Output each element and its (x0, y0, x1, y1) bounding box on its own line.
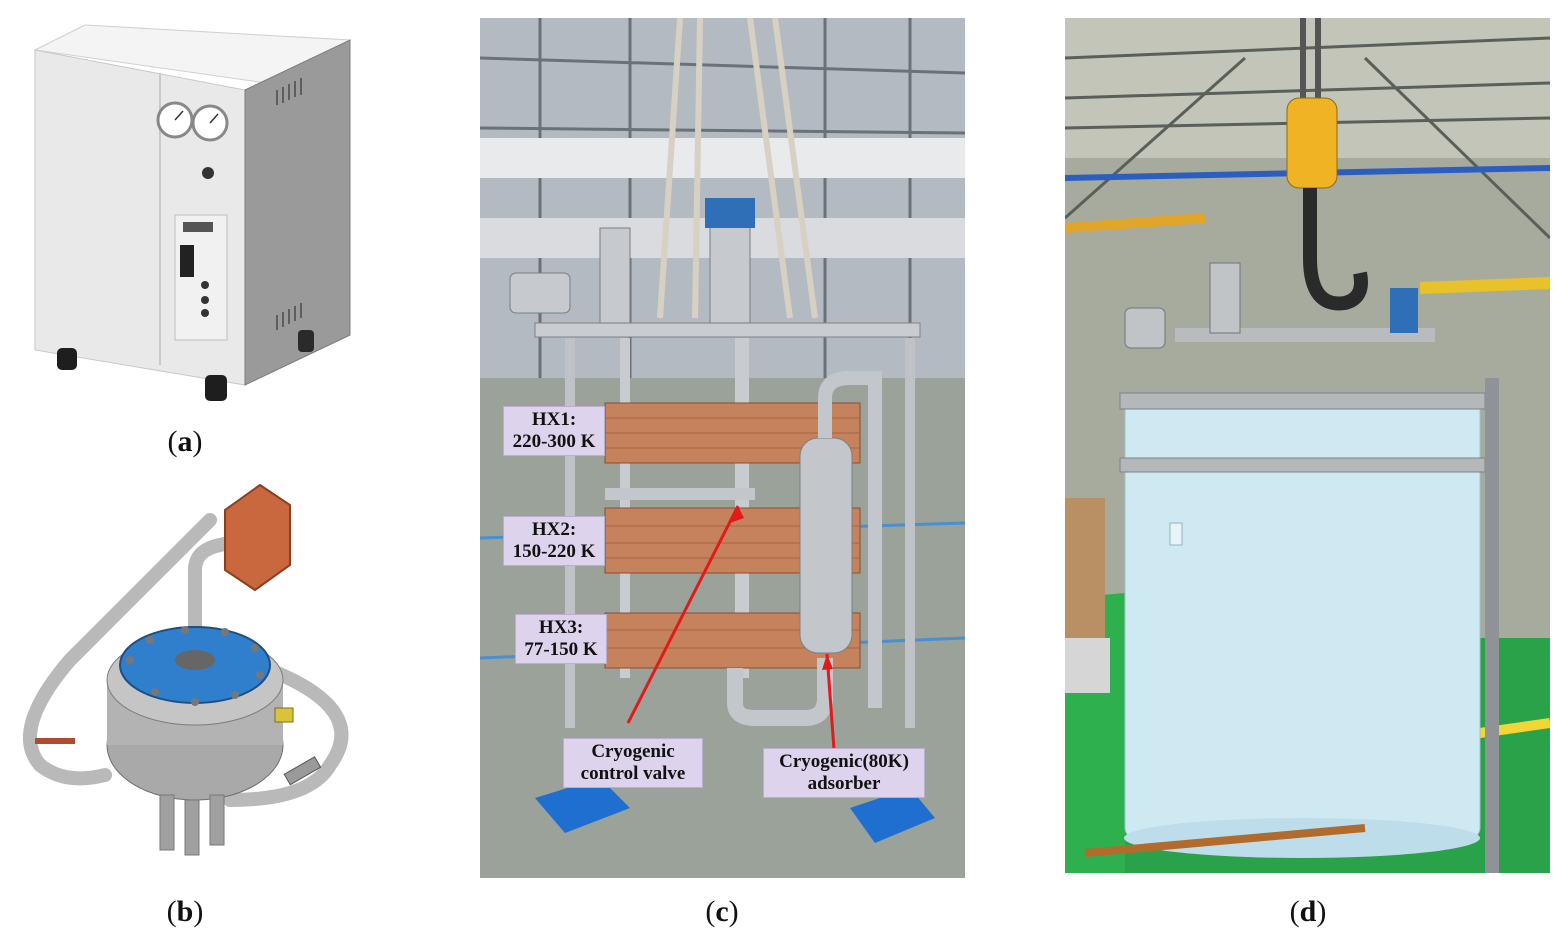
crane-hook-block (1286, 97, 1338, 189)
hx3-label: HX3:77-150 K (515, 614, 607, 664)
panel-c-image: HX1:220-300 K HX2:150-220 K HX3:77-150 K… (480, 18, 965, 878)
panel-d-caption: (d) (1289, 895, 1327, 928)
adsorber-label: Cryogenic(80K)adsorber (763, 748, 925, 798)
panel-a-image (15, 15, 365, 410)
hx1-label: HX1:220-300 K (503, 406, 605, 456)
hx2-label: HX2:150-220 K (503, 516, 605, 566)
panel-b-image (10, 480, 360, 880)
heat-exchanger-block (224, 483, 291, 592)
adsorber-vessel (799, 437, 853, 654)
panel-d-image (1065, 18, 1550, 873)
actuator (705, 198, 755, 228)
panel-a-caption: (a) (167, 425, 203, 458)
panel-c-caption: (c) (705, 895, 739, 928)
panel-b-caption: (b) (166, 895, 204, 928)
